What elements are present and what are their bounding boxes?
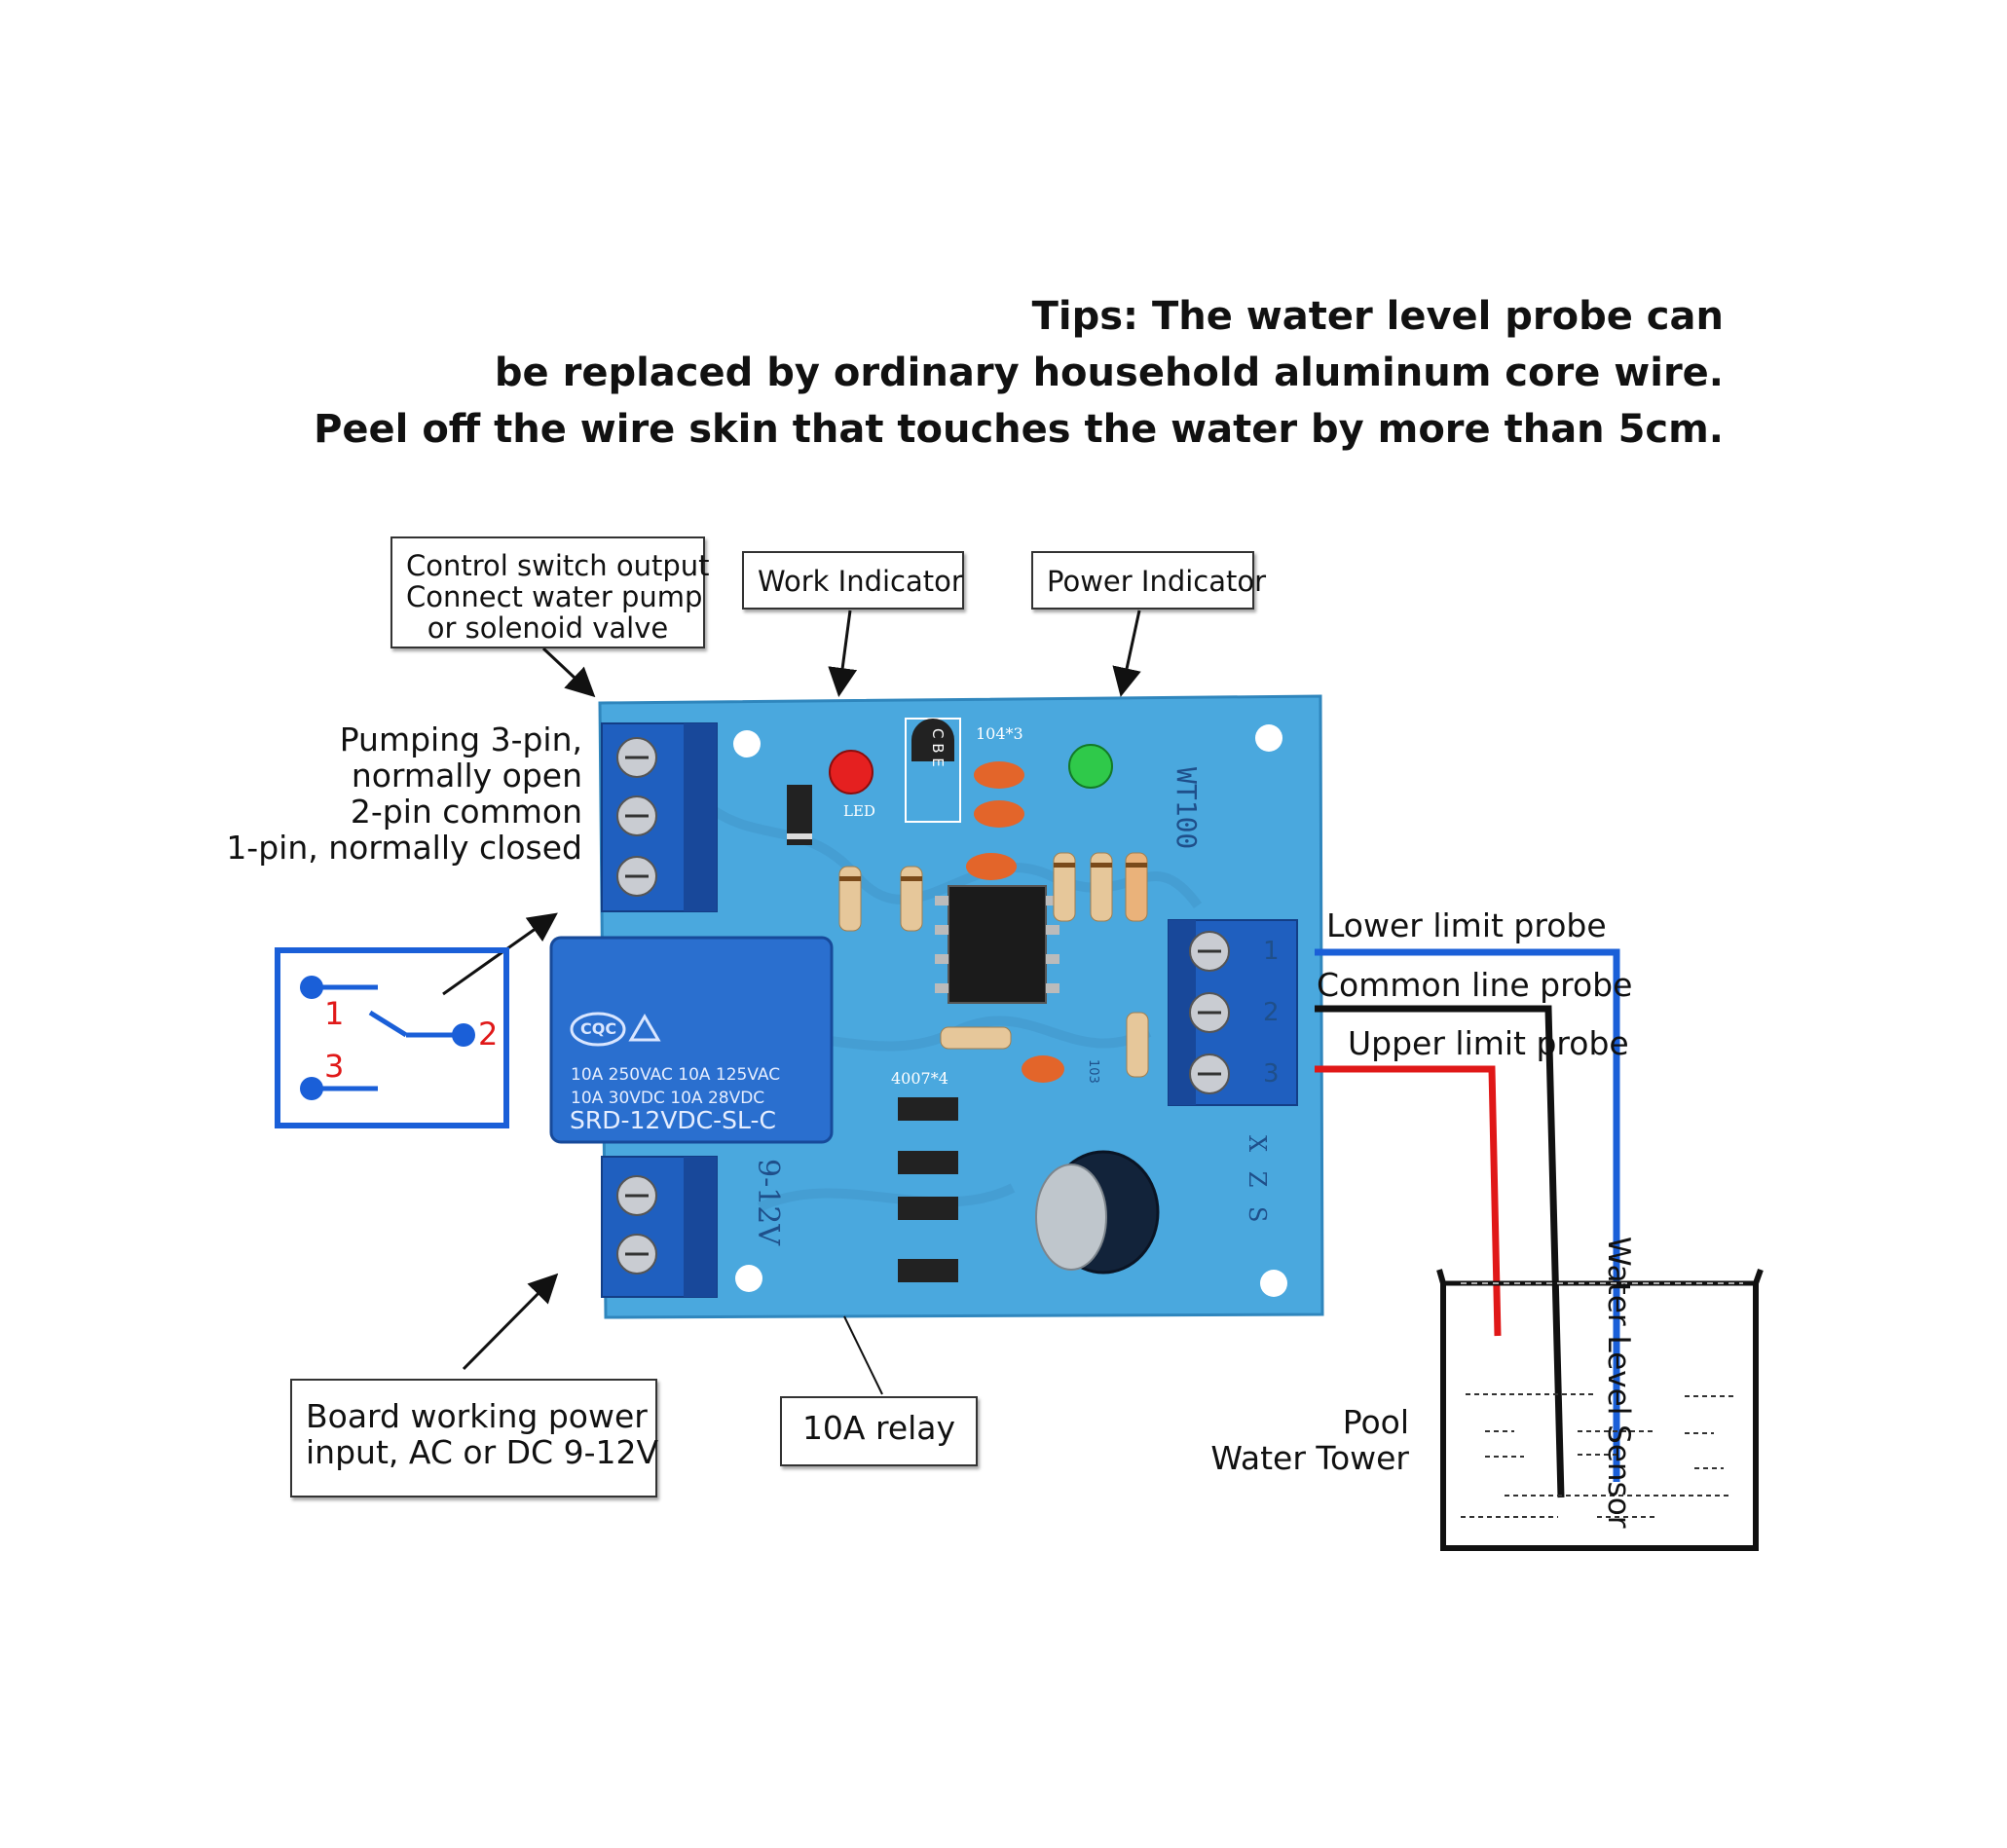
pumping-label: Pumping 3-pin, normally open 2-pin commo… [226,721,582,866]
cap-small-label: 103 [1086,1059,1100,1084]
resistors [838,852,1149,1078]
callout-relay: 10A relay [780,1396,978,1466]
switch-pin-1: 1 [324,995,345,1032]
tank-left-label-line-1: Pool [1342,1403,1409,1441]
probe-lower-label: Lower limit probe [1326,906,1607,944]
tank-left-label-line-2: Water Tower [1210,1439,1409,1477]
tips-line-2: be replaced by ordinary household alumin… [494,351,1724,395]
terminal-pin-1: 1 [1263,937,1280,966]
common-probe-wire [1315,1005,1565,1498]
probe-terminal-block [1168,919,1298,1106]
terminal-pin-3: 3 [1263,1059,1280,1089]
arrow-board-power [462,1273,559,1371]
power-terminal-block [601,1156,718,1298]
mount-hole [735,1265,762,1292]
mount-hole [1260,1270,1287,1297]
callout-control-switch: Control switch output Connect water pump… [390,536,710,648]
callout-work-indicator-label: Work Indicator [758,565,963,598]
relay-model-label: SRD-12VDC-SL-C [570,1106,776,1134]
board-model-label: WT100 [1171,767,1203,850]
relay-rating-line-1: 10A 250VAC 10A 125VAC [571,1065,781,1085]
tips-line-1: Tips: The water level probe can [1031,294,1724,339]
relay-rating-line-2: 10A 30VDC 10A 28VDC [571,1089,765,1108]
arrow-control-switch [541,647,596,698]
callout-control-switch-line-3: or solenoid valve [427,611,669,645]
transistor [905,718,961,823]
switch-pin-3: 3 [324,1048,345,1085]
relay-brand-label: CQC [580,1019,617,1038]
tips-line-3: Peel off the wire skin that touches the … [314,407,1724,452]
transistor-label: C B E [929,728,947,767]
callout-power-indicator-label: Power Indicator [1047,565,1267,598]
switch-diagram [275,947,509,1128]
red-led [829,750,873,795]
water-level-sensor-label: Water Level Sensor [1601,1237,1636,1529]
terminal-pin-2: 2 [1263,998,1280,1027]
relay [549,936,834,1144]
diode-label: 4007*4 [891,1069,948,1088]
cap-label: 104*3 [976,724,1023,743]
tank-left-label: Pool Water Tower [1210,1404,1409,1476]
callout-work-indicator: Work Indicator [742,551,964,610]
callout-relay-label: 10A relay [801,1409,956,1447]
mount-hole [1255,724,1282,752]
lower-probe-wire [1315,948,1620,1482]
pumping-label-line-1: Pumping 3-pin, [339,721,582,758]
diodes [787,785,958,1282]
led-label: LED [843,802,875,820]
tips-text: Tips: The water level probe can be repla… [314,288,1724,458]
water-tank [1436,1268,1764,1551]
upper-probe-wire [1315,1065,1502,1337]
callout-board-power-line-1: Board working power [306,1397,648,1435]
probe-pins-label: X Z S [1244,1135,1271,1229]
callout-control-switch-line-1: Control switch output [406,549,710,582]
callout-control-switch-line-2: Connect water pump [406,580,703,613]
ceramic-capacitors [966,761,1064,1083]
probe-common-label: Common line probe [1317,966,1633,1004]
pumping-label-line-2: normally open [351,757,582,795]
switch-pin-2: 2 [478,1016,499,1053]
green-led [1068,744,1113,789]
pumping-label-line-4: 1-pin, normally closed [226,829,582,867]
electrolytic-capacitor [1035,1150,1160,1275]
mount-hole [733,730,761,758]
callout-board-power: Board working power input, AC or DC 9-12… [290,1379,659,1497]
arrow-relay [843,1315,883,1395]
output-terminal-block [601,722,718,912]
probe-upper-label: Upper limit probe [1348,1024,1629,1062]
power-pin-label: 9-12V [751,1159,785,1246]
arrow-switch-diagram [442,912,558,996]
pumping-label-line-3: 2-pin common [350,793,582,831]
arrow-work-indicator [828,610,858,697]
callout-board-power-line-2: input, AC or DC 9-12V [306,1433,659,1471]
ic-chip [935,885,1059,1004]
arrow-power-indicator [1112,610,1141,697]
callout-power-indicator: Power Indicator [1031,551,1267,610]
